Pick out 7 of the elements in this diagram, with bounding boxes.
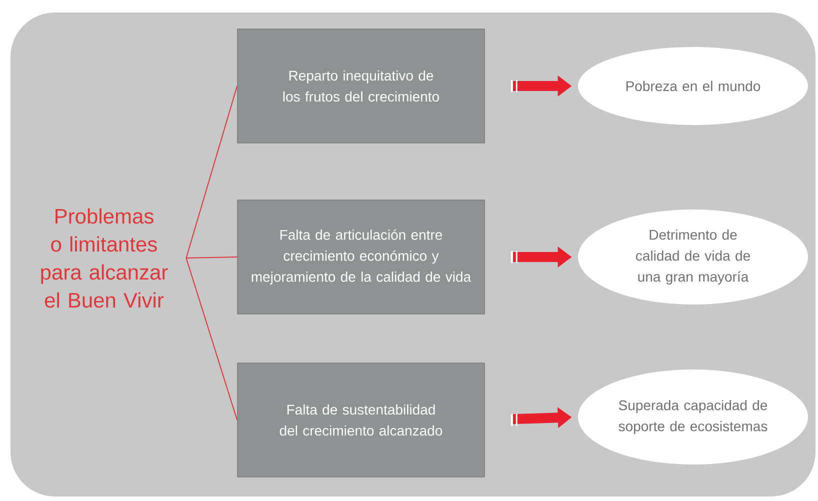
connector-line	[186, 256, 238, 258]
problem-box: Falta de articulación entre crecimiento económico y mejoramiento de la calidad de vida	[237, 200, 485, 314]
connector-line	[186, 86, 238, 258]
heading-text: Problemas o limitantes para alcanzar el Buen Vivir	[41, 208, 168, 308]
connector-line	[186, 258, 238, 420]
problem-box: Falta de sustentabilidad del crecimiento alcanzado	[237, 362, 485, 478]
problem-box: Reparto inequitativo de los frutos del crecimiento	[237, 28, 485, 144]
